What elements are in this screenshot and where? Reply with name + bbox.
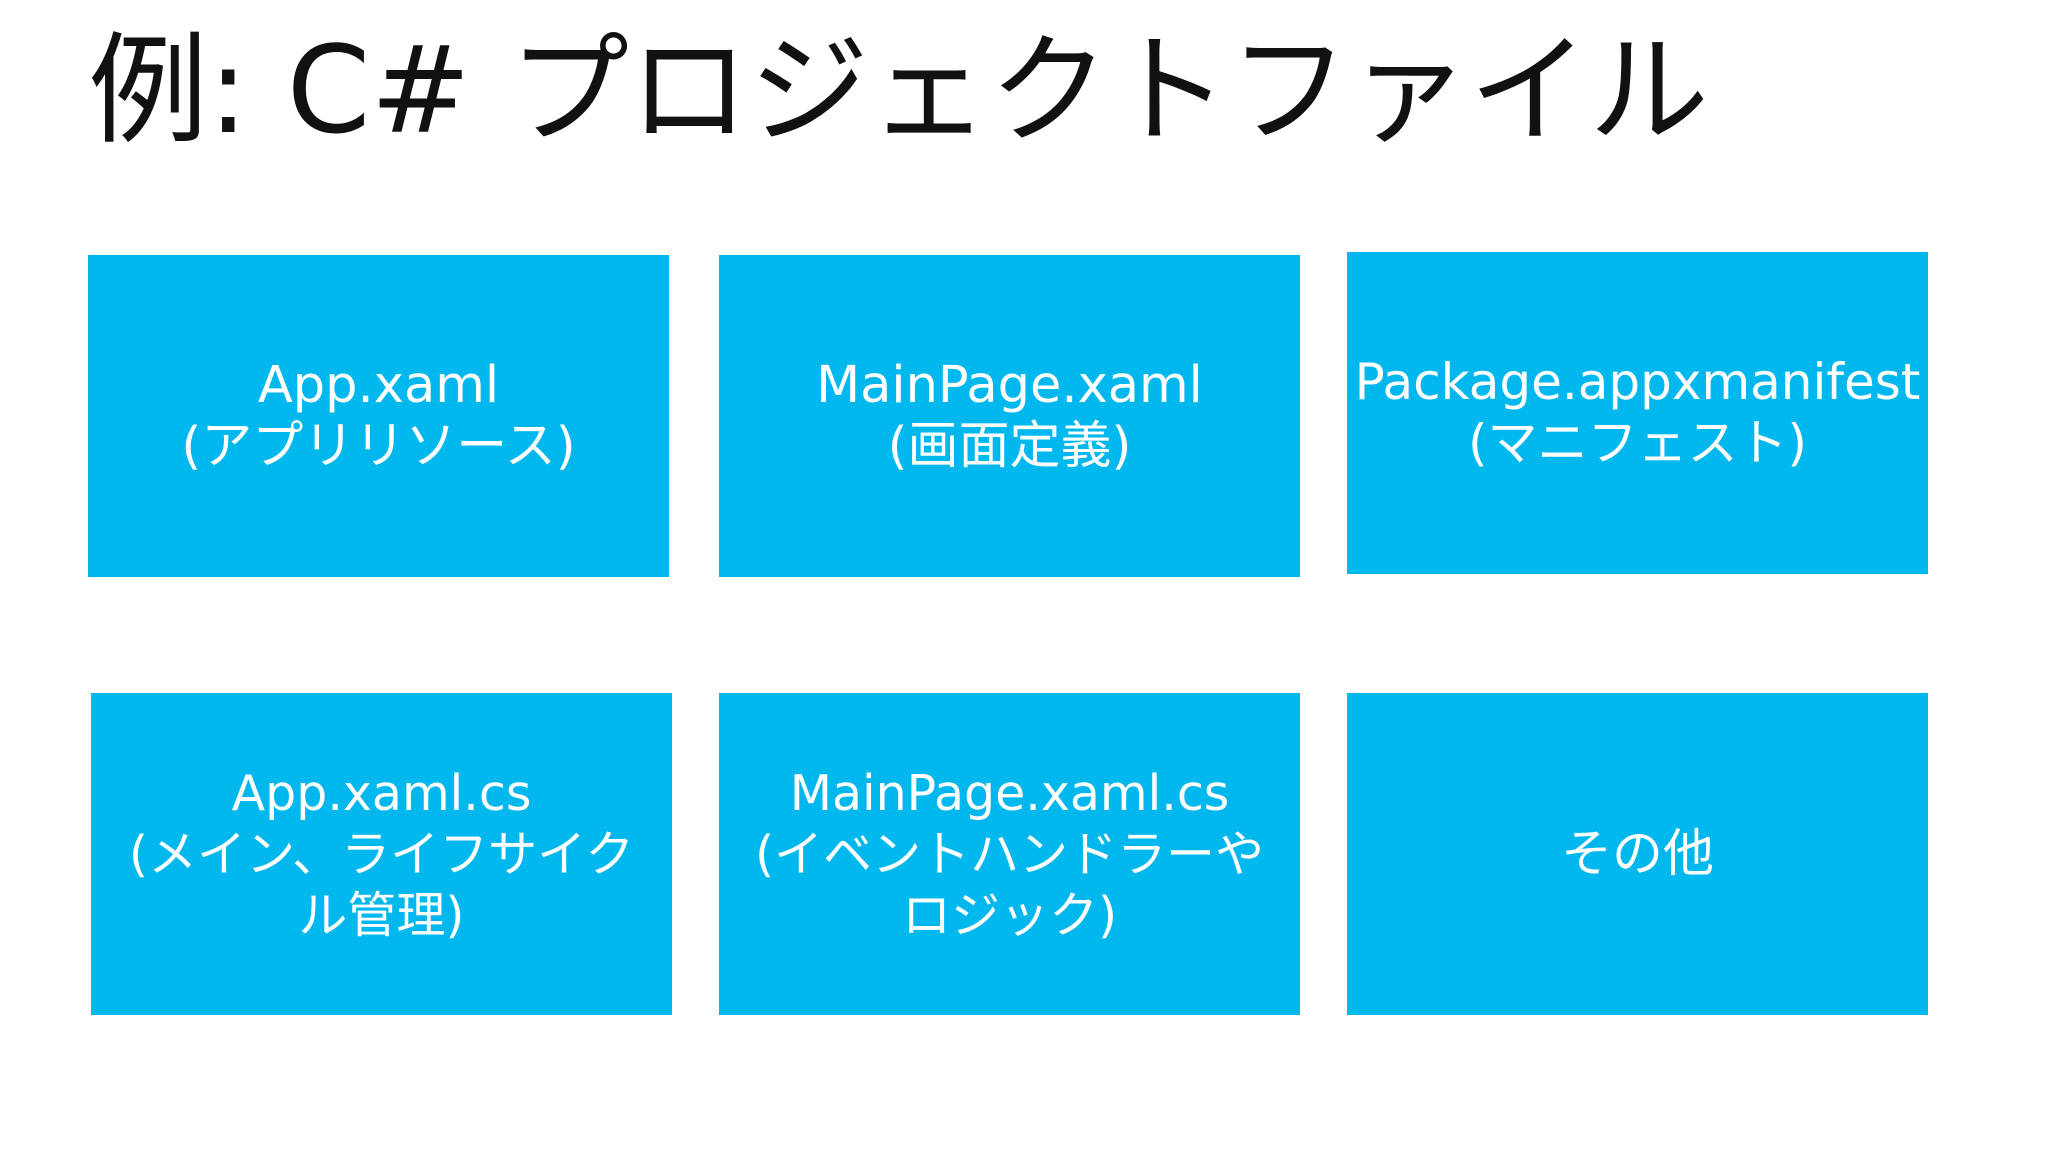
tile-other: その他 [1347, 693, 1928, 1015]
tile-text: MainPage.xaml.cs (イベントハンドラーや ロジック) [755, 763, 1264, 946]
tile-mainpage-xaml: MainPage.xaml (画面定義) [719, 255, 1300, 577]
tile-line: (画面定義) [887, 417, 1132, 476]
tile-text: その他 [1561, 824, 1714, 885]
tile-line: (イベントハンドラーや [754, 825, 1265, 883]
tile-package-appxmanifest: Package.appxmanifest (マニフェスト) [1347, 252, 1928, 574]
tile-line: (アプリリソース) [181, 417, 576, 476]
slide-title: 例: C# プロジェクトファイル [88, 22, 1710, 161]
tile-line: ロジック) [901, 886, 1118, 944]
tile-line: MainPage.xaml [816, 356, 1203, 415]
tile-line: Package.appxmanifest [1354, 353, 1921, 411]
tile-line: App.xaml.cs [231, 764, 532, 822]
tile-text: App.xaml.cs (メイン、ライフサイク ル管理) [129, 763, 634, 946]
tile-line: MainPage.xaml.cs [789, 764, 1230, 822]
tile-text: Package.appxmanifest (マニフェスト) [1355, 352, 1921, 474]
tile-line: (メイン、ライフサイク [128, 825, 635, 883]
tile-text: MainPage.xaml (画面定義) [816, 355, 1203, 477]
tile-mainpage-xaml-cs: MainPage.xaml.cs (イベントハンドラーや ロジック) [719, 693, 1300, 1015]
tile-text: App.xaml (アプリリソース) [181, 355, 575, 477]
tile-line: その他 [1560, 824, 1714, 884]
tile-app-xaml: App.xaml (アプリリソース) [88, 255, 669, 577]
tile-line: (マニフェスト) [1467, 414, 1807, 472]
tile-line: ル管理) [298, 886, 465, 944]
tile-app-xaml-cs: App.xaml.cs (メイン、ライフサイク ル管理) [91, 693, 672, 1015]
tile-line: App.xaml [257, 356, 500, 415]
